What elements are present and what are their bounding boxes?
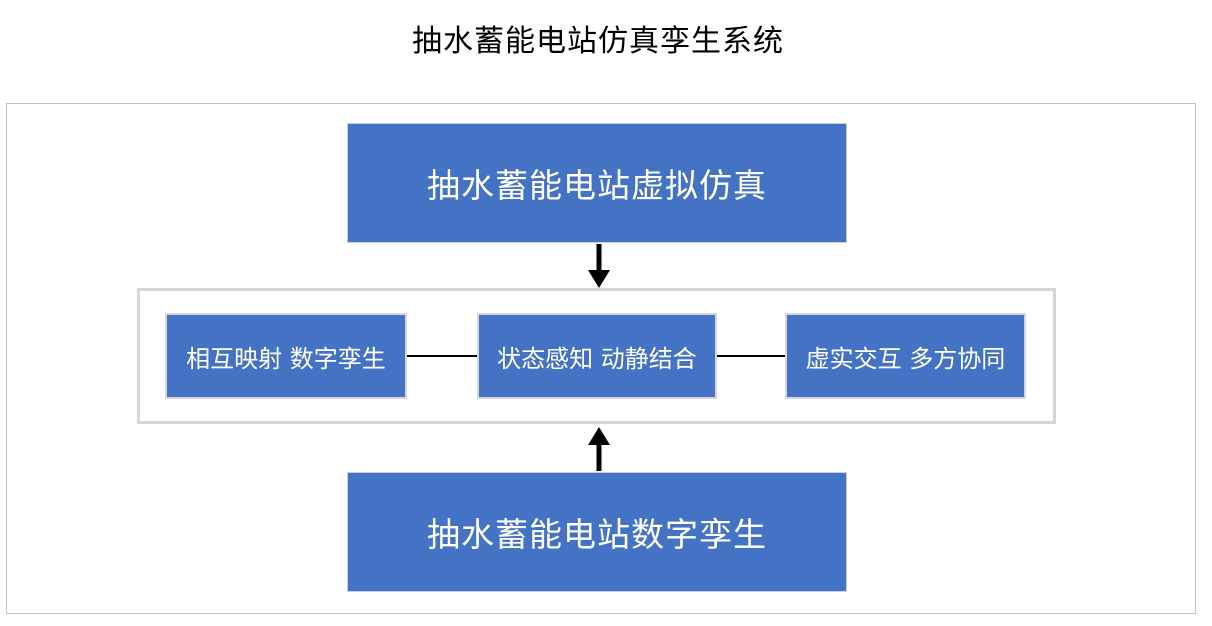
connector-line — [717, 355, 785, 357]
state-sensing-box: 状态感知 动静结合 — [477, 313, 717, 399]
virtual-real-interaction-label: 虚实交互 多方协同 — [805, 344, 1006, 373]
virtual-simulation-box: 抽水蓄能电站虚拟仿真 — [347, 123, 847, 243]
page-title: 抽水蓄能电站仿真孪生系统 — [412, 24, 784, 59]
state-sensing-label: 状态感知 动静结合 — [497, 344, 697, 373]
digital-twin-label: 抽水蓄能电站数字孪生 — [427, 515, 767, 554]
virtual-simulation-label: 抽水蓄能电站虚拟仿真 — [427, 166, 767, 205]
digital-twin-box: 抽水蓄能电站数字孪生 — [347, 472, 847, 592]
mapping-twin-label: 相互映射 数字孪生 — [186, 344, 386, 373]
connector-line — [407, 355, 477, 357]
mapping-twin-box: 相互映射 数字孪生 — [165, 313, 407, 399]
virtual-real-interaction-box: 虚实交互 多方协同 — [785, 313, 1026, 399]
arrow-up-icon — [587, 427, 611, 471]
arrow-down-icon — [587, 244, 611, 288]
